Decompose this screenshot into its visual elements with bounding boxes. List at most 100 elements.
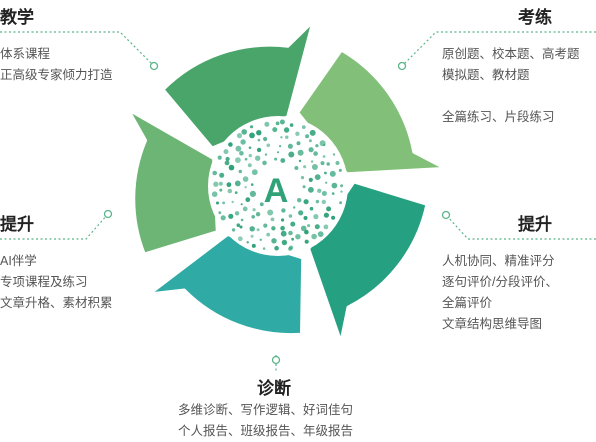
logo-dot — [271, 238, 277, 244]
logo-dot — [267, 209, 274, 216]
logo-dot — [288, 230, 293, 236]
teach-title: 教学 — [0, 8, 34, 27]
logo-dot — [217, 155, 222, 160]
logo-dot — [288, 151, 295, 158]
improve-right-line: 逐句评价/分段评价、 — [442, 275, 558, 289]
logo-dot — [240, 203, 243, 206]
logo-dot — [285, 135, 289, 139]
logo-dot — [266, 143, 271, 148]
logo-dot — [249, 132, 255, 139]
logo-dot — [231, 228, 236, 232]
logo-dot — [301, 125, 306, 129]
logo-dot — [314, 174, 321, 181]
ai-logo: A — [264, 172, 289, 210]
logo-dot — [250, 234, 254, 238]
logo-dot — [228, 164, 235, 171]
logo-dot — [264, 121, 270, 127]
logo-dot — [279, 119, 285, 125]
logo-dot — [335, 161, 340, 165]
logo-dot — [289, 123, 294, 127]
logo-dot — [309, 206, 314, 211]
logo-dot — [220, 215, 226, 221]
logo-dot — [294, 166, 299, 170]
logo-dot — [320, 161, 325, 166]
logo-dot — [224, 160, 230, 166]
logo-dot — [262, 247, 266, 250]
diagnose-title: 诊断 — [257, 379, 291, 398]
logo-dot — [313, 151, 318, 156]
logo-dot — [322, 155, 326, 158]
logo-dot — [321, 199, 326, 205]
logo-dot — [263, 223, 268, 228]
connector-lines — [0, 31, 596, 372]
logo-dot — [281, 239, 288, 246]
connector-end-dot — [103, 209, 113, 219]
logo-dot — [311, 164, 318, 170]
logo-dot — [281, 218, 285, 222]
practice-desc: 原创题、校本题、高考题 模拟题、教材题 全篇练习、片段练习 — [442, 44, 580, 128]
improve-right-line: 文章结构思维导图 — [442, 317, 543, 331]
logo-dot — [246, 241, 249, 244]
teach-line: 正高级专家倾力打造 — [0, 68, 113, 82]
teach-desc: 体系课程 正高级专家倾力打造 — [0, 44, 113, 86]
logo-dot — [340, 190, 343, 193]
logo-dot — [241, 129, 247, 135]
improve-right-connector — [445, 214, 596, 240]
logo-dot — [240, 218, 244, 222]
logo-dot — [255, 155, 261, 161]
logo-dot — [238, 169, 242, 174]
logo-dot — [321, 191, 327, 196]
logo-dot — [315, 144, 319, 148]
logo-dot — [212, 170, 217, 176]
logo-dot — [288, 214, 293, 218]
logo-dot — [226, 182, 232, 188]
improve-right-line: 人机协同、精准评分 — [442, 254, 555, 268]
practice-line: 原创题、校本题、高考题 — [442, 47, 580, 61]
logo-dot — [281, 208, 286, 213]
logo-dot — [244, 186, 247, 189]
logo-dot — [329, 170, 336, 177]
logo-dot — [225, 156, 230, 162]
logo-dot — [249, 226, 255, 232]
logo-dot — [295, 234, 301, 240]
logo-dot — [247, 163, 252, 168]
teach-line: 体系课程 — [0, 47, 51, 61]
practice-title: 考练 — [518, 8, 552, 27]
logo-dot — [323, 143, 326, 147]
logo-dot — [235, 157, 241, 164]
logo-dot — [239, 151, 244, 156]
logo-dot — [339, 201, 342, 205]
logo-dot — [227, 188, 233, 194]
improve-right-title: 提升 — [518, 215, 552, 234]
connector-end-dot — [441, 210, 451, 220]
logo-dot — [274, 245, 279, 251]
improve-left-title: 提升 — [0, 215, 34, 234]
logo-dot — [248, 153, 252, 158]
logo-dot — [298, 210, 304, 216]
diagnose-line: 多维诊断、写作逻辑、好词佳句 — [178, 403, 354, 417]
logo-dot — [264, 153, 268, 156]
logo-dot — [256, 130, 262, 136]
logo-dot — [275, 121, 280, 126]
logo-dot — [308, 147, 314, 153]
improve-right-desc: 人机协同、精准评分 逐句评价/分段评价、 全篇评价 文章结构思维导图 — [442, 251, 558, 335]
logo-dot — [295, 131, 300, 136]
logo-dot — [296, 141, 301, 146]
logo-dot — [255, 212, 261, 217]
logo-dot — [283, 127, 290, 133]
logo-dot — [251, 215, 255, 219]
logo-dot — [331, 182, 338, 189]
logo-dot — [252, 208, 256, 212]
logo-dot — [251, 169, 258, 176]
logo-dot — [245, 197, 251, 203]
logo-dot — [304, 239, 309, 244]
diagnose-desc: 多维诊断、写作逻辑、好词佳句 个人报告、班级报告、年级报告 — [178, 400, 353, 442]
logo-dot — [271, 226, 276, 231]
practice-arrow — [296, 48, 447, 176]
logo-dot — [259, 238, 262, 241]
logo-dot — [236, 133, 243, 139]
logo-dot — [291, 237, 294, 241]
logo-dot — [297, 149, 304, 156]
logo-dot — [266, 232, 271, 237]
logo-dot — [256, 147, 262, 153]
